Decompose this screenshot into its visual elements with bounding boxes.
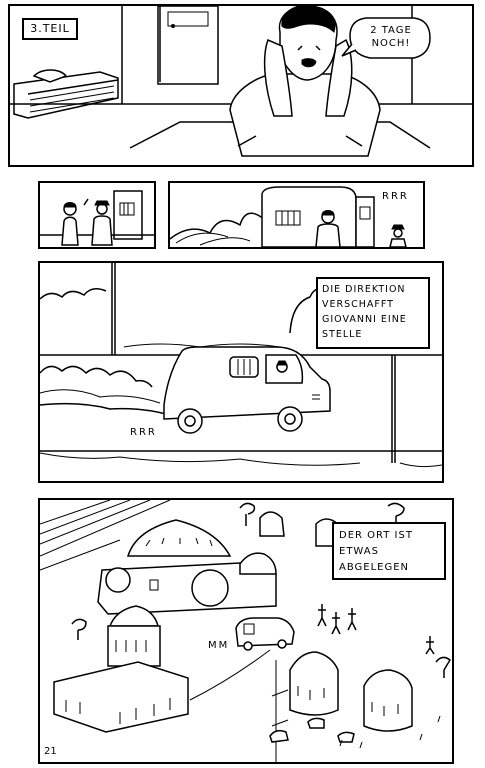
panel-4-caption: DIE DIREKTION VERSCHAFFT GIOVANNI EINE S… bbox=[316, 277, 430, 349]
speech-line-1: 2 TAGE bbox=[370, 25, 412, 36]
panel-3-art bbox=[170, 186, 407, 247]
panel-4: DIE DIREKTION VERSCHAFFT GIOVANNI EINE S… bbox=[38, 261, 444, 483]
panel-5-caption-line-3: ABGELEGEN bbox=[339, 562, 410, 573]
panel-4-caption-line-1: DIE DIREKTION bbox=[322, 284, 406, 295]
panel-5-caption: DER ORT IST ETWAS ABGELEGEN bbox=[332, 522, 446, 580]
panel-4-caption-line-2: VERSCHAFFT bbox=[322, 299, 394, 310]
panel-2 bbox=[38, 181, 156, 249]
panel-1: 3.TEIL 2 TAGE NOCH! bbox=[8, 4, 474, 167]
panel-5-art bbox=[40, 500, 451, 762]
speech-bubble-text: 2 TAGE NOCH! bbox=[356, 24, 426, 50]
panel-4-caption-line-3: GIOVANNI EINE bbox=[322, 314, 407, 325]
panel-5: DER ORT IST ETWAS ABGELEGEN MM 21 bbox=[38, 498, 454, 764]
speech-line-2: NOCH! bbox=[371, 38, 411, 49]
panel-4-art bbox=[40, 263, 442, 468]
panel-4-caption-line-4: STELLE bbox=[322, 329, 363, 340]
panel-5-sound-effect: MM bbox=[208, 640, 230, 651]
panel-5-caption-line-1: DER ORT IST bbox=[339, 530, 413, 541]
panel-5-caption-line-2: ETWAS bbox=[339, 546, 379, 557]
panel-3: RRR bbox=[168, 181, 425, 249]
panel-1-art bbox=[10, 6, 472, 157]
panel-3-sound-effect: RRR bbox=[382, 191, 409, 202]
page-number: 21 bbox=[44, 746, 57, 757]
chapter-caption-text: 3.TEIL bbox=[30, 22, 70, 35]
speech-bubble bbox=[341, 17, 431, 59]
panel-2-art bbox=[40, 190, 154, 246]
panel-4-sound-effect: RRR bbox=[130, 427, 157, 438]
chapter-caption: 3.TEIL bbox=[22, 18, 78, 40]
